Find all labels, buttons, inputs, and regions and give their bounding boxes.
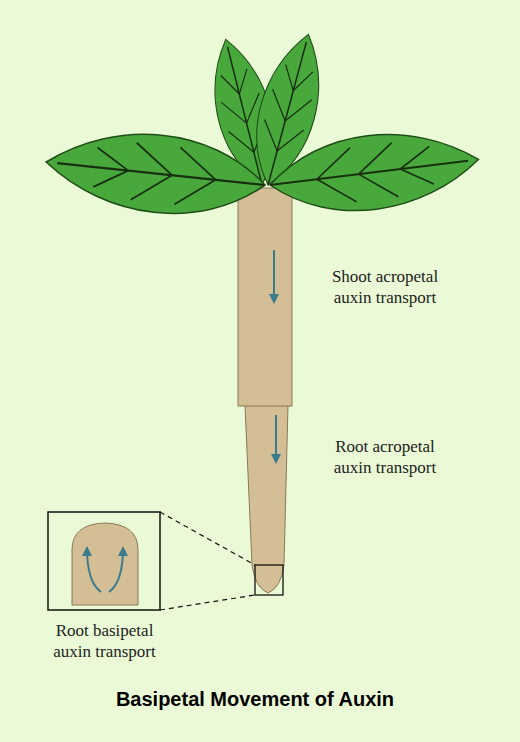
part-label: Root acropetal auxin transport bbox=[320, 436, 450, 478]
transport-arrow bbox=[275, 415, 277, 462]
transport-arrow bbox=[109, 548, 123, 592]
inset-box bbox=[48, 512, 160, 610]
zoom-box bbox=[255, 565, 283, 595]
shoot-stem bbox=[238, 188, 292, 406]
diagram-title: Basipetal Movement of Auxin bbox=[0, 688, 510, 711]
transport-arrow bbox=[87, 548, 101, 592]
leaf bbox=[265, 123, 482, 222]
root-tip bbox=[72, 523, 138, 605]
part-label: Root basipetal auxin transport bbox=[42, 620, 167, 662]
zoom-leader bbox=[160, 512, 255, 610]
transport-arrow bbox=[273, 250, 275, 302]
part-label: Shoot acropetal auxin transport bbox=[320, 266, 450, 308]
leaf bbox=[42, 123, 269, 223]
